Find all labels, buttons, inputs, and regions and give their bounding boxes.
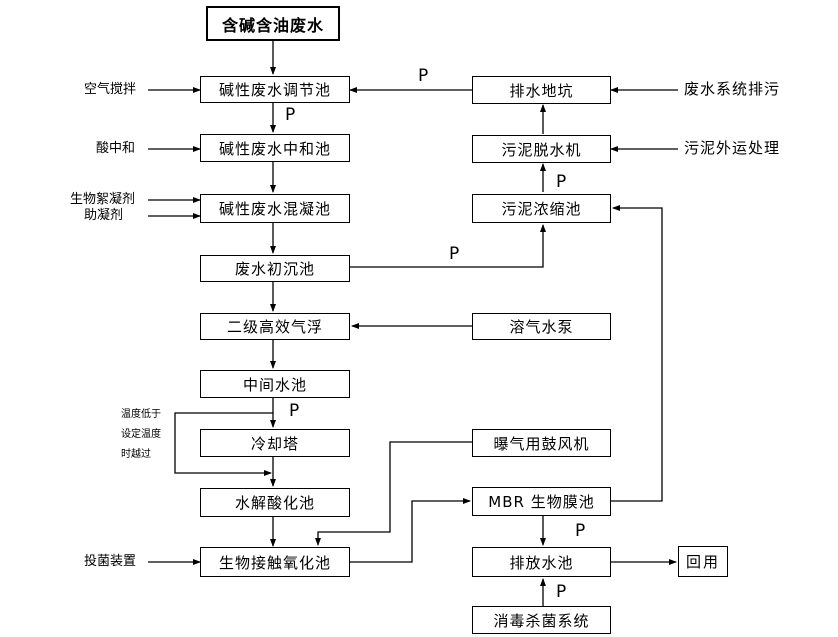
pump-marker-equalization: P	[285, 105, 296, 125]
pump-marker-intermediate: P	[289, 401, 300, 421]
discharge-tank: 排放水池	[472, 547, 611, 577]
intermediate-tank: 中间水池	[200, 370, 350, 398]
bio-flocculant-label: 生物絮凝剂	[70, 192, 136, 207]
pump-marker-mbr: P	[575, 521, 586, 541]
wastewater-drain-label: 废水系统排污	[684, 80, 781, 98]
reuse-box: 回用	[678, 546, 728, 577]
coagulant-aid-label: 助凝剂	[84, 208, 124, 223]
drainage-pit: 排水地坑	[472, 76, 611, 104]
dissolved-air-pump: 溶气水泵	[472, 313, 611, 340]
pump-marker-thickener: P	[556, 172, 567, 192]
primary-settling-tank: 废水初沉池	[200, 255, 350, 282]
biological-contact-oxidation-tank: 生物接触氧化池	[200, 547, 350, 577]
cooling-tower: 冷却塔	[200, 429, 350, 457]
bypass-label-line3: 时越过	[121, 449, 151, 460]
sludge-thickening-tank: 污泥浓缩池	[472, 194, 611, 223]
mbr-membrane-tank: MBR 生物膜池	[472, 487, 611, 516]
alkaline-equalization-tank: 碱性废水调节池	[200, 76, 350, 103]
bypass-label-line1: 温度低于	[121, 409, 161, 420]
alkaline-neutralization-tank: 碱性废水中和池	[200, 134, 350, 162]
pump-marker-pit: P	[418, 66, 429, 86]
bypass-label-line2: 设定温度	[121, 429, 161, 440]
high-efficiency-flotation: 二级高效气浮	[200, 313, 350, 340]
pump-marker-settling: P	[449, 244, 460, 264]
disinfection-system: 消毒杀菌系统	[472, 606, 611, 634]
air-stirring-label: 空气搅拌	[84, 82, 137, 97]
sludge-dewatering-machine: 污泥脱水机	[472, 135, 611, 163]
source-box: 含碱含油废水	[206, 6, 340, 41]
bacteria-dosing-label: 投菌装置	[84, 554, 137, 569]
aeration-blower: 曝气用鼓风机	[472, 429, 611, 457]
pump-marker-disinfection: P	[556, 582, 567, 602]
alkaline-coagulation-tank: 碱性废水混凝池	[200, 194, 350, 223]
sludge-disposal-label: 污泥外运处理	[684, 139, 781, 157]
hydrolysis-acidification-tank: 水解酸化池	[200, 488, 350, 517]
acid-neutralization-label: 酸中和	[96, 141, 136, 156]
